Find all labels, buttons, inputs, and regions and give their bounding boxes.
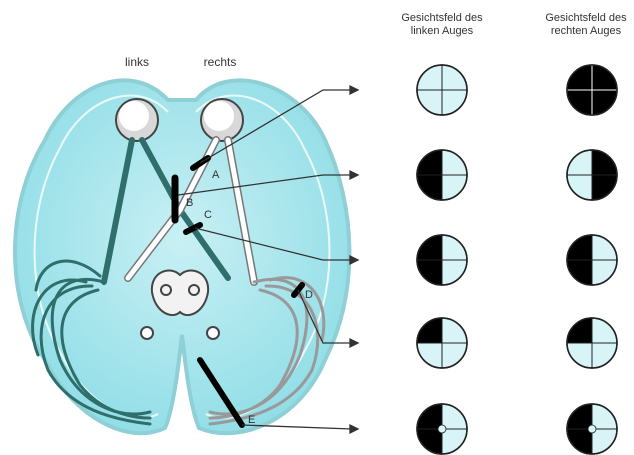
pointer-a-arrow [350, 86, 358, 94]
pointer-c-arrow [350, 256, 358, 264]
field-d-left-eye [417, 318, 467, 368]
field-c-right-eye [567, 235, 617, 285]
right-side-label: rechts [204, 55, 237, 69]
pointer-d-arrow [350, 339, 358, 347]
spared-macula [588, 425, 596, 433]
lesion-d-label: D [305, 289, 313, 301]
field-e-left-eye [417, 404, 467, 454]
brain-outline [15, 80, 349, 433]
lesion-e-label: E [248, 414, 255, 426]
field-e-right-eye [567, 404, 617, 454]
field-a-left-eye [417, 65, 467, 115]
field-a-right-eye [567, 65, 617, 115]
left-eyeball [116, 99, 158, 141]
left-side-label: links [125, 55, 149, 69]
field-b-right-eye [567, 150, 617, 200]
pointer-e-arrow [350, 425, 358, 433]
field-c-left-eye [417, 235, 467, 285]
field-b-left-eye [417, 150, 467, 200]
right-eyeball [201, 99, 243, 141]
field-d-right-eye [567, 318, 617, 368]
pointer-b-arrow [350, 171, 358, 179]
lesion-c-label: C [204, 209, 212, 221]
spared-macula [438, 425, 446, 433]
visual-field-grid [417, 65, 617, 454]
lesion-b-label: B [186, 197, 193, 209]
lesion-a-label: A [212, 169, 220, 181]
